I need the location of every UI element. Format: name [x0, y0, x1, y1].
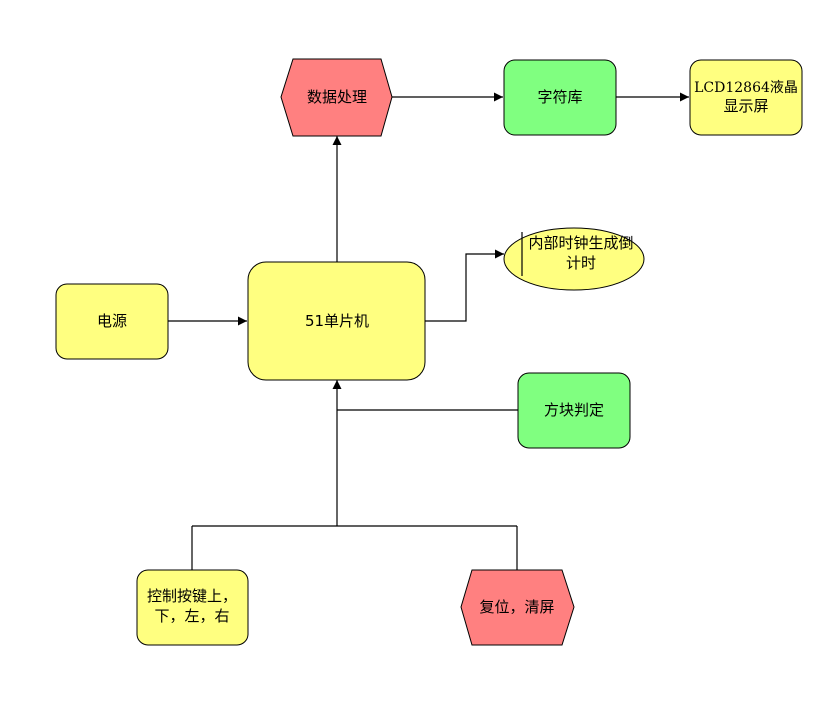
internal-clock-shape	[503, 227, 645, 291]
control-keys-label-line2: 下，左，右	[154, 607, 229, 625]
block-judge-label: 方块判定	[544, 401, 604, 419]
power-label: 电源	[97, 312, 127, 330]
lcd-display-shape	[689, 59, 803, 136]
node-mcu: 51单片机	[247, 261, 426, 381]
block-judge-shape	[517, 372, 631, 449]
node-internal-clock: 内部时钟生成倒 计时	[503, 227, 645, 291]
lcd-display-label-line2: 显示屏	[723, 97, 768, 115]
mcu-shape	[247, 261, 426, 381]
internal-clock-label-line1: 内部时钟生成倒	[528, 234, 633, 252]
lcd-display-label-line1: LCD12864液晶	[694, 80, 798, 96]
node-control-keys: 控制按键上， 下，左，右	[136, 569, 249, 646]
edge-mcu-to-internal-clock	[425, 249, 504, 322]
node-data-processing: 数据处理	[280, 58, 393, 137]
node-block-judge: 方块判定	[517, 372, 631, 449]
node-power: 电源	[55, 283, 169, 360]
node-lcd-display: LCD12864液晶 显示屏	[689, 59, 803, 136]
reset-clear-label: 复位，清屏	[479, 598, 554, 616]
node-reset-clear: 复位，清屏	[460, 569, 575, 646]
control-keys-label-line1: 控制按键上，	[147, 587, 237, 605]
data-processing-shape	[280, 58, 393, 137]
control-keys-shape	[136, 569, 249, 646]
font-library-shape	[503, 59, 617, 136]
power-shape	[55, 283, 169, 360]
reset-clear-shape	[460, 569, 575, 646]
node-font-library: 字符库	[503, 59, 617, 136]
font-library-label: 字符库	[537, 88, 582, 106]
internal-clock-label-line2: 计时	[566, 254, 596, 272]
mcu-label: 51单片机	[305, 312, 369, 330]
data-processing-label: 数据处理	[307, 88, 367, 106]
